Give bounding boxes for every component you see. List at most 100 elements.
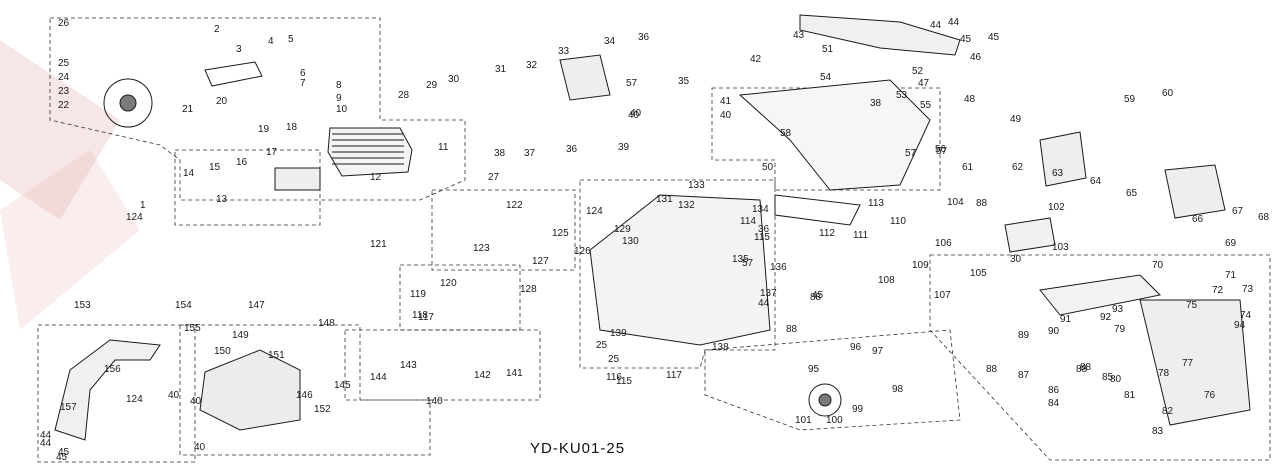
part-callout-label: 69 bbox=[1225, 238, 1237, 249]
part-callout-label: 25 bbox=[608, 354, 620, 365]
part-drawing bbox=[1139, 299, 1251, 426]
part-callout-label: 37 bbox=[524, 148, 536, 159]
part-callout-label: 68 bbox=[1258, 212, 1270, 223]
part-callout-label: 40 bbox=[190, 396, 202, 407]
part-drawing bbox=[1039, 274, 1162, 316]
part-drawing bbox=[559, 54, 611, 101]
part-callout-label: 90 bbox=[1048, 326, 1060, 337]
part-callout-label: 131 bbox=[656, 194, 673, 205]
part-callout-label: 72 bbox=[1212, 285, 1224, 296]
part-callout-label: 99 bbox=[852, 404, 864, 415]
part-callout-label: 31 bbox=[495, 64, 507, 75]
part-callout-label: 49 bbox=[1010, 114, 1022, 125]
clutch-hub bbox=[818, 393, 832, 407]
part-callout-label: 84 bbox=[1048, 398, 1060, 409]
part-callout-label: 24 bbox=[58, 72, 70, 83]
part-callout-label: 6 bbox=[300, 68, 306, 79]
part-callout-label: 41 bbox=[720, 96, 732, 107]
part-callout-label: 148 bbox=[318, 318, 335, 329]
part-callout-label: 71 bbox=[1225, 270, 1237, 281]
part-callout-label: 109 bbox=[912, 260, 929, 271]
part-callout-label: 116 bbox=[606, 372, 622, 383]
part-callout-label: 88 bbox=[786, 324, 798, 335]
part-drawing bbox=[204, 61, 263, 87]
part-callout-label: 124 bbox=[126, 394, 143, 405]
part-callout-label: 85 bbox=[1102, 372, 1114, 383]
part-callout-label: 57 bbox=[626, 78, 638, 89]
part-callout-label: 87 bbox=[1018, 370, 1030, 381]
part-callout-label: 77 bbox=[1182, 358, 1194, 369]
part-drawing bbox=[274, 167, 321, 191]
part-callout-label: 111 bbox=[853, 230, 869, 241]
part-callout-label: 139 bbox=[610, 328, 627, 339]
group-frame bbox=[704, 329, 961, 431]
flywheel-hub bbox=[119, 94, 137, 112]
part-drawing bbox=[774, 194, 861, 226]
part-callout-label: 135 bbox=[732, 254, 749, 265]
part-callout-label: 59 bbox=[1124, 94, 1136, 105]
part-callout-label: 156 bbox=[104, 364, 121, 375]
part-callout-label: 93 bbox=[1112, 304, 1124, 315]
part-callout-label: 122 bbox=[506, 200, 523, 211]
part-callout-label: 19 bbox=[258, 124, 270, 135]
part-callout-label: 1 bbox=[140, 200, 146, 211]
part-callout-label: 47 bbox=[918, 78, 930, 89]
part-callout-label: 33 bbox=[558, 46, 570, 57]
part-drawing bbox=[1164, 164, 1226, 219]
part-callout-label: 70 bbox=[1152, 260, 1164, 271]
part-callout-label: 94 bbox=[1234, 320, 1246, 331]
part-callout-label: 39 bbox=[618, 142, 630, 153]
part-callout-label: 126 bbox=[574, 246, 591, 257]
part-callout-label: 44 bbox=[930, 20, 942, 31]
part-callout-label: 91 bbox=[1060, 314, 1072, 325]
part-callout-label: 21 bbox=[182, 104, 194, 115]
part-callout-label: 144 bbox=[370, 372, 387, 383]
part-callout-label: 15 bbox=[209, 162, 221, 173]
part-callout-label: 67 bbox=[1232, 206, 1244, 217]
part-callout-label: 128 bbox=[520, 284, 537, 295]
part-callout-label: 88 bbox=[1076, 364, 1088, 375]
part-callout-label: 157 bbox=[60, 402, 77, 413]
part-callout-label: 5 bbox=[288, 34, 294, 45]
part-callout-label: 46 bbox=[970, 52, 982, 63]
part-callout-label: 137 bbox=[760, 288, 777, 299]
part-callout-label: 110 bbox=[890, 216, 906, 227]
part-callout-label: 17 bbox=[266, 147, 278, 158]
part-callout-label: 53 bbox=[896, 90, 908, 101]
part-callout-label: 7 bbox=[300, 78, 306, 89]
part-callout-label: 115 bbox=[616, 376, 632, 387]
part-callout-label: 98 bbox=[892, 384, 904, 395]
part-callout-label: 92 bbox=[1100, 312, 1112, 323]
part-callout-label: 145 bbox=[334, 380, 351, 391]
part-callout-label: 28 bbox=[398, 90, 410, 101]
part-callout-label: 57 bbox=[742, 258, 754, 269]
part-callout-label: 36 bbox=[566, 144, 578, 155]
part-callout-label: 44 bbox=[40, 430, 52, 441]
part-callout-label: 34 bbox=[604, 36, 616, 47]
part-callout-label: 133 bbox=[688, 180, 705, 191]
part-callout-label: 66 bbox=[1192, 214, 1204, 225]
part-callout-label: 150 bbox=[214, 346, 231, 357]
part-callout-label: 57 bbox=[905, 148, 917, 159]
part-callout-label: 104 bbox=[947, 197, 964, 208]
part-callout-label: 25 bbox=[596, 340, 608, 351]
part-callout-label: 120 bbox=[440, 278, 457, 289]
part-callout-label: 125 bbox=[552, 228, 569, 239]
part-callout-label: 74 bbox=[1240, 310, 1252, 321]
part-callout-label: 20 bbox=[216, 96, 228, 107]
part-callout-label: 2 bbox=[214, 24, 220, 35]
part-callout-label: 124 bbox=[126, 212, 143, 223]
group-frame bbox=[711, 87, 941, 191]
part-callout-label: 45 bbox=[960, 34, 972, 45]
part-drawing bbox=[1039, 131, 1087, 187]
part-callout-label: 40 bbox=[628, 110, 640, 121]
part-callout-label: 73 bbox=[1242, 284, 1254, 295]
group-frame bbox=[37, 324, 196, 463]
part-callout-label: 130 bbox=[622, 236, 639, 247]
part-callout-label: 32 bbox=[526, 60, 538, 71]
part-callout-label: 40 bbox=[720, 110, 732, 121]
part-callout-label: 38 bbox=[494, 148, 506, 159]
group-frame bbox=[174, 149, 321, 226]
